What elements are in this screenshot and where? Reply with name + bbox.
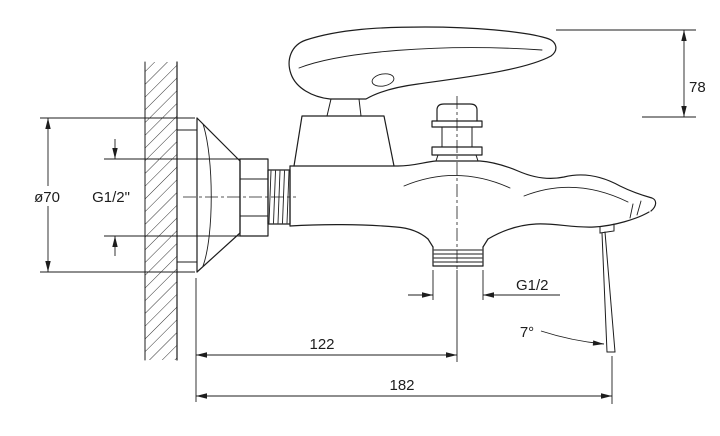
mixer-body [289,160,657,240]
dimension-overall-reach-182: 182 [196,356,613,404]
spout-aerator [599,200,642,234]
label-122: 122 [309,336,334,353]
lever-handle [288,26,557,167]
dimension-flange-diameter: ø70 [25,117,195,273]
dimension-inlet-thread: G1/2" [92,139,252,256]
label-182: 182 [389,377,414,394]
water-stream [601,231,616,353]
mounting-hex-nut [239,158,269,237]
dimension-outlet-thread: G1/2 [408,270,560,300]
dimension-stream-angle: 7° [520,324,605,346]
escutcheon-flange [176,117,241,273]
shower-hose-outlet [427,238,489,267]
label-outlet-thread: G1/2 [516,277,549,294]
label-inlet-thread: G1/2" [92,189,130,206]
wall-section-hatch [144,61,178,361]
label-flange-diameter: ø70 [34,189,60,206]
label-height-78: 78 [689,79,706,96]
centerlines [183,96,458,270]
dimension-height-78: 78 [556,29,706,118]
label-stream-angle: 7° [520,324,534,341]
handle-indicator-dot [371,73,395,87]
dimension-wall-to-outlet-122: 122 [195,270,458,402]
